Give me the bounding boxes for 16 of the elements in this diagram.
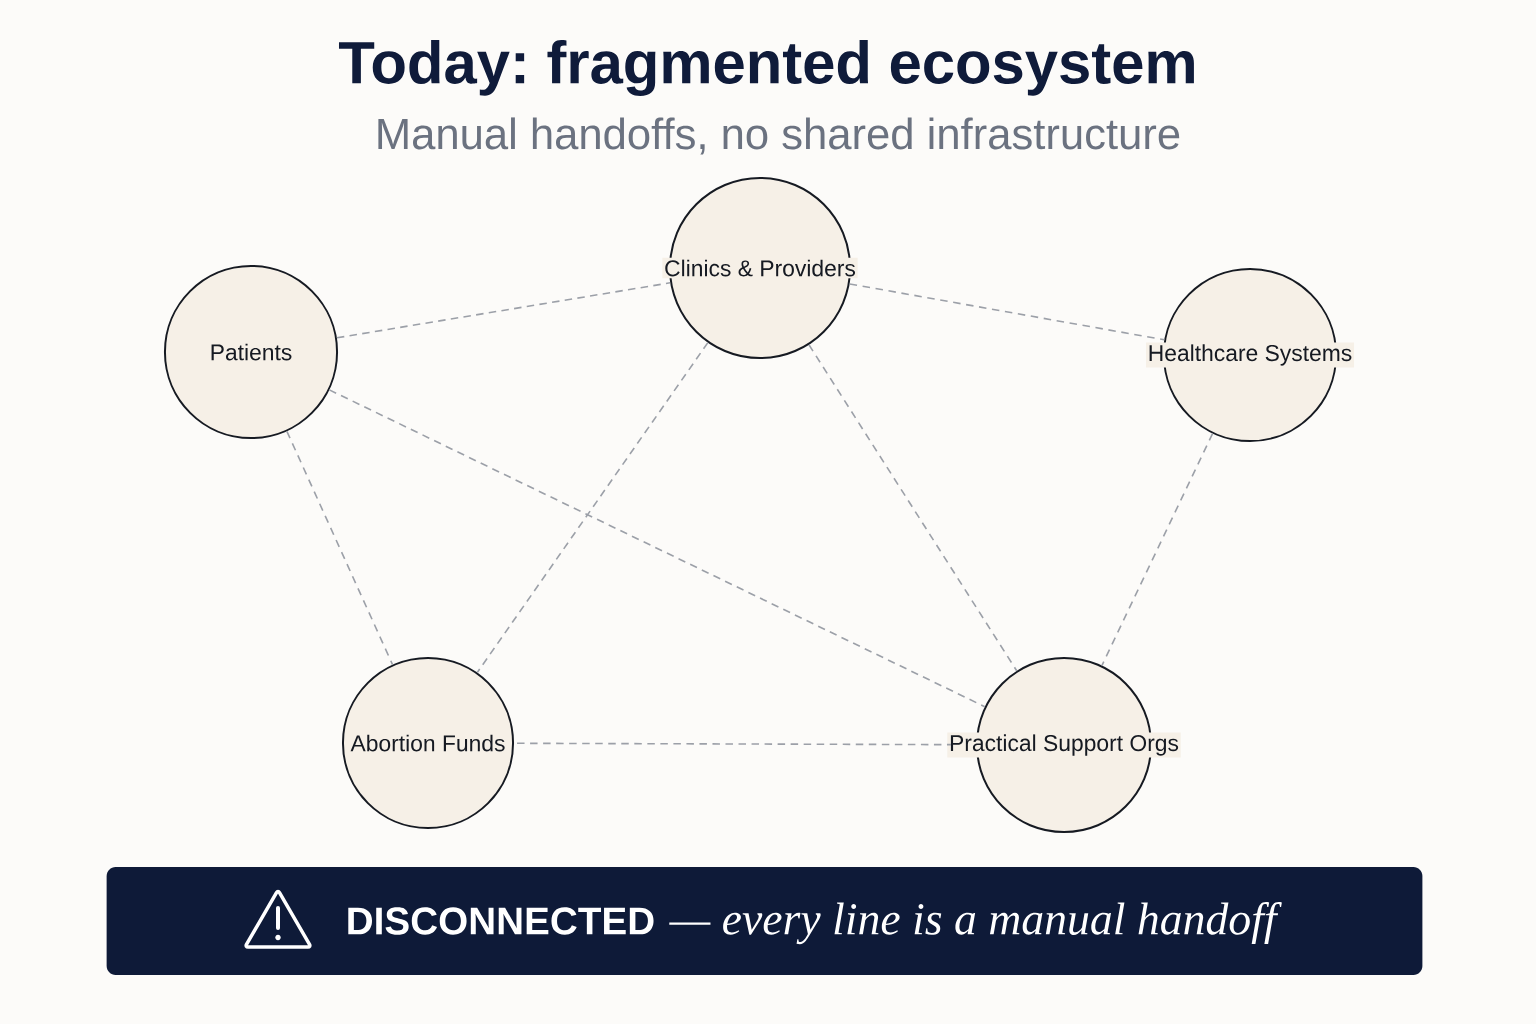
connector-line — [1101, 432, 1214, 667]
connector-line — [516, 742, 952, 746]
circle-node: Healthcare Systems — [1146, 267, 1355, 443]
circle-node: Practical Support Orgs — [947, 656, 1181, 834]
connector-line — [336, 282, 671, 339]
title: Today: fragmented ecosystem — [339, 40, 1194, 96]
connector-line — [328, 389, 986, 708]
circle-node: Patients — [163, 264, 339, 440]
banner: DISCONNECTED — every line is a manual handoff — [106, 867, 1423, 976]
circle-node: Abortion Funds — [341, 656, 515, 830]
connector-line — [848, 283, 1166, 341]
circle-node: Clinics & Providers — [662, 176, 858, 360]
connector-line — [808, 344, 1018, 672]
connector-line — [286, 430, 394, 666]
subtitle: Manual handoffs, no shared infrastructure — [378, 117, 1180, 155]
connector-line — [476, 341, 709, 674]
